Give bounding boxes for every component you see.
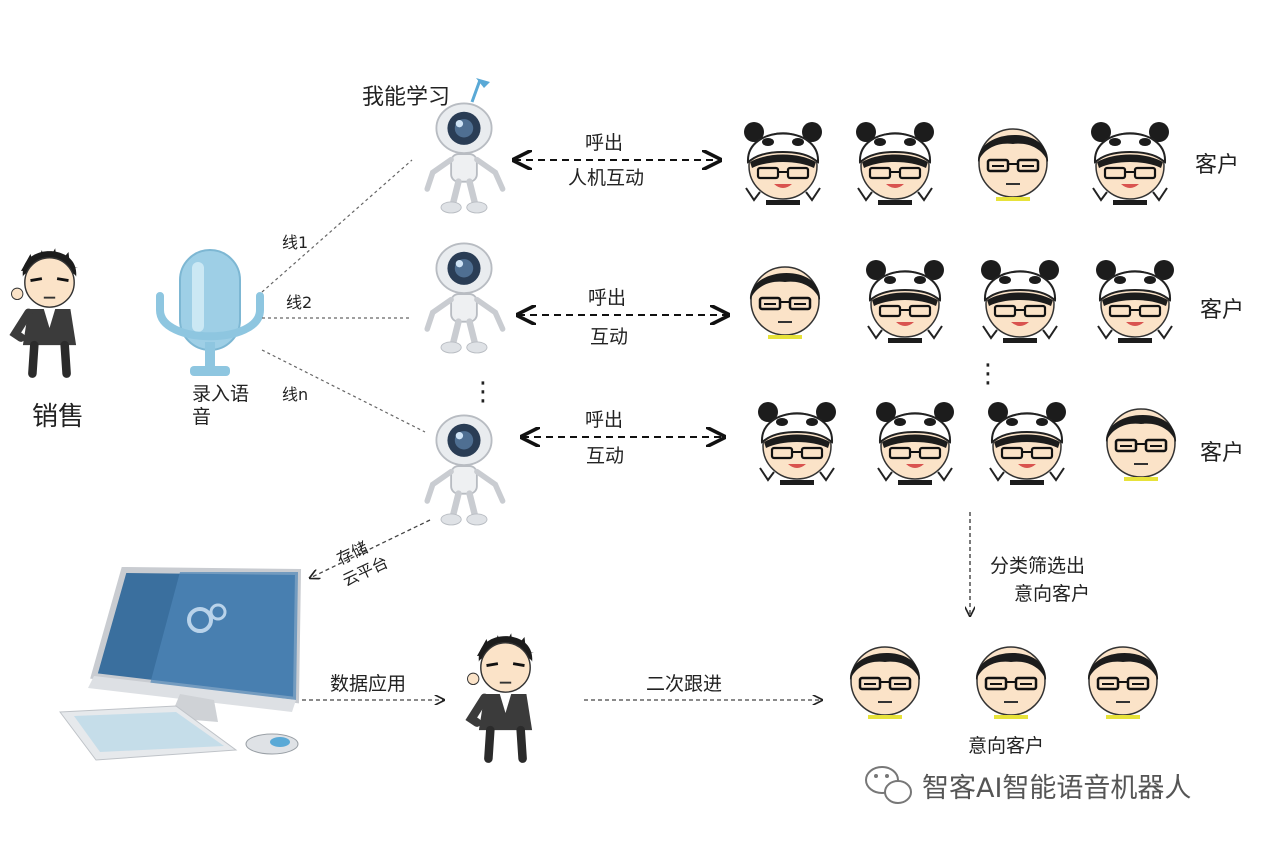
wechat-icon [865, 766, 912, 804]
salesman-followup-figure [468, 633, 535, 758]
customer-face-panda [1094, 258, 1176, 345]
data-app-label: 数据应用 [330, 673, 406, 695]
row1-top-label: 呼出 [585, 132, 623, 154]
line1-connector [261, 159, 413, 293]
classify-label-line2: 意向客户 [1014, 583, 1090, 605]
row3-bottom-label: 互动 [586, 445, 624, 467]
classify-label-line1: 分类筛选出 [990, 555, 1085, 577]
intent-customer-face [848, 645, 922, 721]
row2-customers-label: 客户 [1200, 298, 1244, 323]
row2-bottom-label: 互动 [590, 326, 628, 348]
line1-label: 线1 [282, 233, 308, 252]
sales-label: 销售 [32, 402, 84, 432]
customer-face-panda [979, 258, 1061, 345]
row2-top-label: 呼出 [588, 287, 626, 309]
salesman-figure [12, 248, 79, 373]
customer-face-panda [854, 120, 936, 207]
intent-customers-label: 意向客户 [968, 735, 1044, 757]
storage-label: 存储 云平台 [334, 538, 391, 590]
customer-face-panda [756, 400, 838, 487]
customer-face-panda [864, 258, 946, 345]
gear-icon [187, 603, 227, 633]
computer-icon [59, 566, 302, 761]
customer-face-panda [742, 120, 824, 207]
row1-customers-label: 客户 [1195, 153, 1239, 178]
storage-arrow [310, 519, 431, 578]
line2-label: 线2 [286, 293, 312, 312]
robot-2 [427, 243, 502, 352]
intent-customer-face [1086, 645, 1160, 721]
customer-row-1 [742, 120, 1171, 207]
customer-row-3 [756, 400, 1178, 487]
customer-row-2 [748, 258, 1176, 345]
mic-label-line2: 音 [192, 406, 211, 428]
follow-up-label: 二次跟进 [646, 673, 722, 695]
robot-3 [427, 415, 502, 524]
row1-bottom-label: 人机互动 [568, 167, 644, 189]
learning-flag-icon [470, 78, 490, 103]
robot-learn-label: 我能学习 [362, 85, 450, 110]
customer-face-plain [748, 265, 822, 341]
mic-label-line1: 录入语 [192, 383, 249, 405]
customer-dots: ⋮ [975, 359, 1001, 389]
customer-face-plain [1104, 407, 1178, 483]
microphone-icon [156, 249, 264, 376]
robot-1 [427, 103, 502, 212]
customer-face-panda [874, 400, 956, 487]
intent-customer-row [848, 645, 1160, 721]
row3-top-label: 呼出 [585, 409, 623, 431]
customer-face-panda [986, 400, 1068, 487]
customer-face-plain [976, 127, 1050, 203]
watermark-label: 智客AI智能语音机器人 [922, 773, 1191, 804]
intent-customer-face [974, 645, 1048, 721]
robot-dots: ⋮ [470, 377, 496, 407]
linen-connector [261, 349, 426, 433]
customer-face-panda [1089, 120, 1171, 207]
linen-label: 线n [282, 385, 308, 404]
row3-customers-label: 客户 [1200, 441, 1244, 466]
